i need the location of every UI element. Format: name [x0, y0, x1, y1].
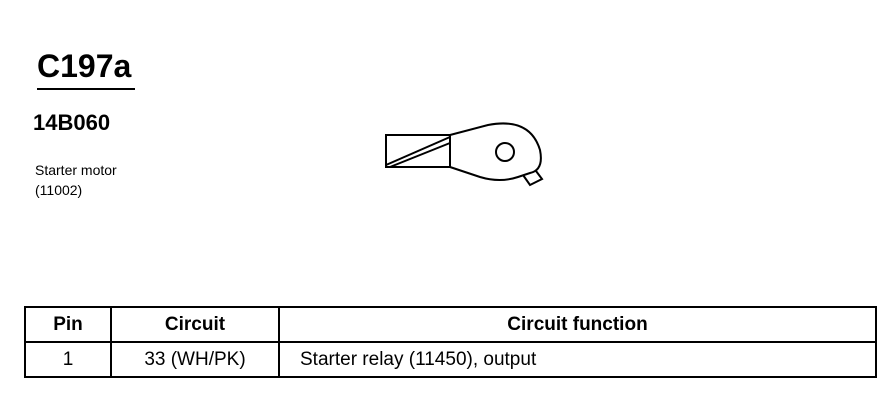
terminal-stud-hole — [495, 142, 515, 162]
cell-circuit: 33 (WH/PK) — [110, 341, 280, 378]
part-number: 14B060 — [33, 110, 111, 135]
terminal-ring-body — [449, 122, 542, 181]
connector-id-underline — [37, 88, 135, 90]
terminal-barrel — [385, 134, 451, 168]
terminal-barrel-stripe-2 — [389, 142, 451, 168]
component-description: Starter motor (11002) — [35, 160, 117, 200]
table-header-row: Pin Circuit Circuit function — [24, 306, 877, 343]
cell-circuit-function: Starter relay (11450), output — [278, 341, 877, 378]
cell-pin: 1 — [24, 341, 112, 378]
component-name: Starter motor — [35, 162, 117, 178]
header-pin: Pin — [24, 306, 112, 343]
terminal-barrel-stripe-1 — [385, 136, 451, 166]
table-row: 1 33 (WH/PK) Starter relay (11450), outp… — [24, 341, 877, 378]
header-circuit: Circuit — [110, 306, 280, 343]
terminal-tab — [522, 170, 544, 187]
ring-terminal-illustration — [385, 122, 544, 187]
pin-table: Pin Circuit Circuit function 1 33 (WH/PK… — [24, 306, 877, 378]
component-reference: (11002) — [35, 182, 83, 198]
connector-id: C197a — [37, 48, 132, 84]
header-circuit-function: Circuit function — [278, 306, 877, 343]
